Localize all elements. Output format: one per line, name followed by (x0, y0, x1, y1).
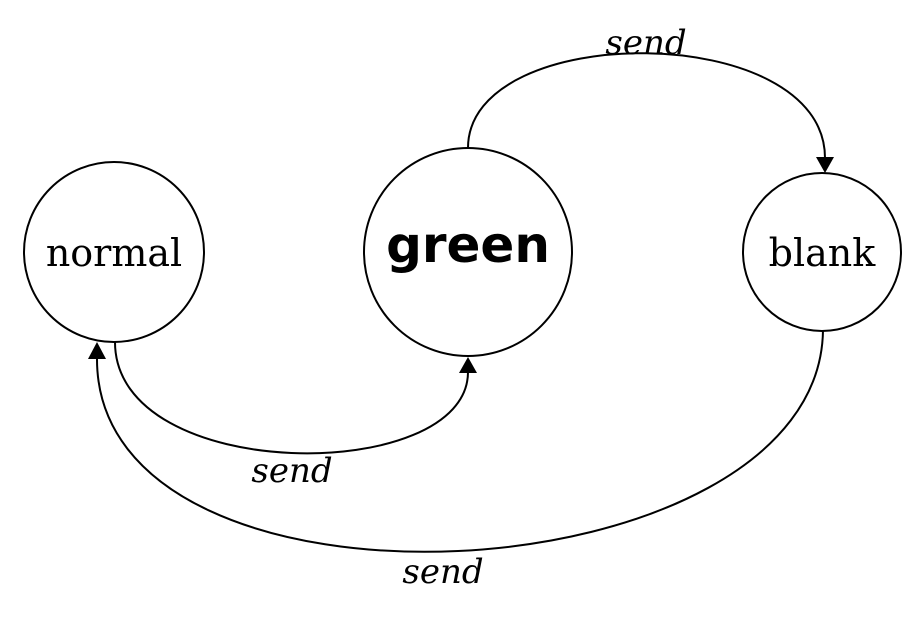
state-blank-label: blank (769, 231, 877, 275)
arrowhead-into-green (459, 357, 477, 373)
edge-label-normal-to-green: send (251, 451, 332, 491)
state-normal-label: normal (46, 231, 182, 275)
transition-green-to-blank: send (467, 23, 834, 173)
state-normal-circle (23, 161, 205, 343)
state-normal: normal (23, 161, 205, 343)
state-blank-circle (742, 172, 902, 332)
arrowhead-into-blank (816, 157, 834, 173)
transition-normal-to-green: send (114, 341, 477, 491)
transition-blank-to-normal: send (88, 329, 824, 592)
edge-blank-to-normal (95, 329, 824, 553)
state-green-circle (363, 147, 573, 357)
arrowhead-into-normal (88, 342, 106, 359)
edge-green-to-blank (467, 52, 826, 159)
state-green-label: green (386, 216, 550, 274)
state-green: green (363, 147, 573, 357)
state-blank: blank (742, 172, 902, 332)
edge-label-green-to-blank: send (605, 23, 686, 63)
edge-normal-to-green (114, 341, 469, 455)
edge-label-blank-to-normal: send (402, 552, 483, 592)
